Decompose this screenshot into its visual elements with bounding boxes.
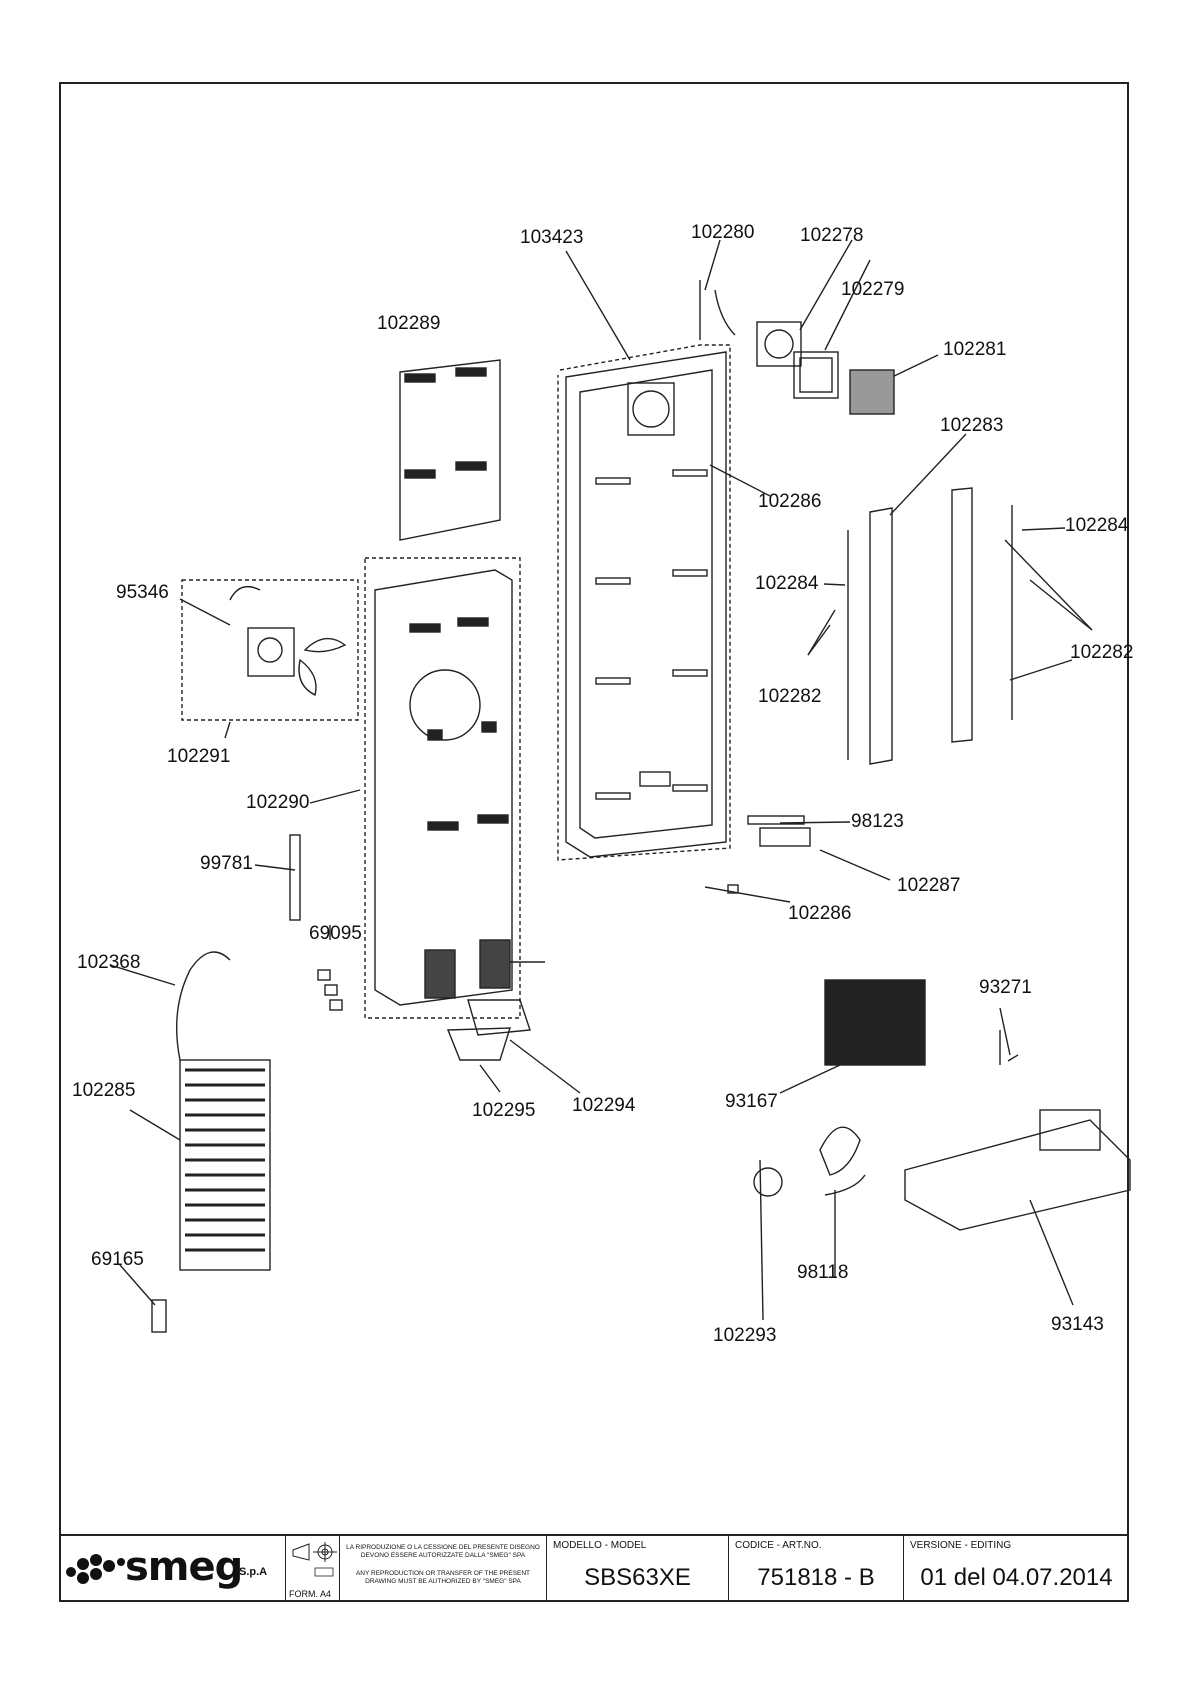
callout-102286: 102286 xyxy=(788,903,852,924)
code-cell: CODICE - ART.NO. 751818 - B xyxy=(728,1536,903,1602)
callout-103423: 103423 xyxy=(520,227,584,248)
callout-102295: 102295 xyxy=(472,1100,536,1121)
callout-102290: 102290 xyxy=(246,792,310,813)
callout-102285: 102285 xyxy=(72,1080,136,1101)
brand-name: smeg xyxy=(125,1544,243,1590)
callout-102281: 102281 xyxy=(943,339,1007,360)
notice-cell: LA RIPRODUZIONE O LA CESSIONE DEL PRESEN… xyxy=(339,1536,546,1602)
brand-cell: smeg S.p.A xyxy=(59,1536,285,1602)
notice-italian: LA RIPRODUZIONE O LA CESSIONE DEL PRESEN… xyxy=(346,1544,540,1559)
callout-102282: 102282 xyxy=(758,686,822,707)
drawing-sheet xyxy=(59,82,1129,1602)
callout-93271: 93271 xyxy=(979,977,1032,998)
model-cell: MODELLO - MODEL SBS63XE xyxy=(546,1536,728,1602)
callout-102284: 102284 xyxy=(1065,515,1129,536)
code-label: CODICE - ART.NO. xyxy=(735,1540,822,1551)
callout-69165: 69165 xyxy=(91,1249,144,1270)
callout-69095: 69095 xyxy=(309,923,362,944)
callout-102278: 102278 xyxy=(800,225,864,246)
smeg-logo-icon xyxy=(66,1554,125,1584)
model-value: SBS63XE xyxy=(584,1564,691,1591)
model-label: MODELLO - MODEL xyxy=(553,1540,647,1551)
callout-102294: 102294 xyxy=(572,1095,636,1116)
callout-98118: 98118 xyxy=(797,1262,849,1283)
callout-99781: 99781 xyxy=(200,853,253,874)
notice-english: ANY REPRODUCTION OR TRANSFER OF THE PRES… xyxy=(355,1570,531,1585)
callout-102280: 102280 xyxy=(691,222,755,243)
callout-93167: 93167 xyxy=(725,1091,778,1112)
callout-102289: 102289 xyxy=(377,313,441,334)
version-value: 01 del 04.07.2014 xyxy=(920,1564,1113,1591)
projection-symbol-icon xyxy=(292,1542,337,1577)
brand-suffix: S.p.A xyxy=(239,1566,268,1578)
callout-102279: 102279 xyxy=(841,279,905,300)
callout-102286: 102286 xyxy=(758,491,822,512)
callout-95346: 95346 xyxy=(116,582,169,603)
version-label: VERSIONE - EDITING xyxy=(910,1540,1012,1551)
callout-102293: 102293 xyxy=(713,1325,777,1346)
callout-102291: 102291 xyxy=(167,746,231,767)
callout-102283: 102283 xyxy=(940,415,1004,436)
callout-98123: 98123 xyxy=(851,811,904,832)
callout-93143: 93143 xyxy=(1051,1314,1104,1335)
title-block: smeg S.p.A FORM. A4 LA RIPRODUZIONE O LA… xyxy=(59,1534,1129,1602)
callout-102282: 102282 xyxy=(1070,642,1134,663)
code-value: 751818 - B xyxy=(757,1564,875,1591)
callout-102287: 102287 xyxy=(897,875,961,896)
callout-102284: 102284 xyxy=(755,573,819,594)
form-size: FORM. A4 xyxy=(289,1589,332,1599)
projection-cell: FORM. A4 xyxy=(285,1536,339,1602)
version-cell: VERSIONE - EDITING 01 del 04.07.2014 xyxy=(903,1536,1129,1602)
callout-102368: 102368 xyxy=(77,952,141,973)
